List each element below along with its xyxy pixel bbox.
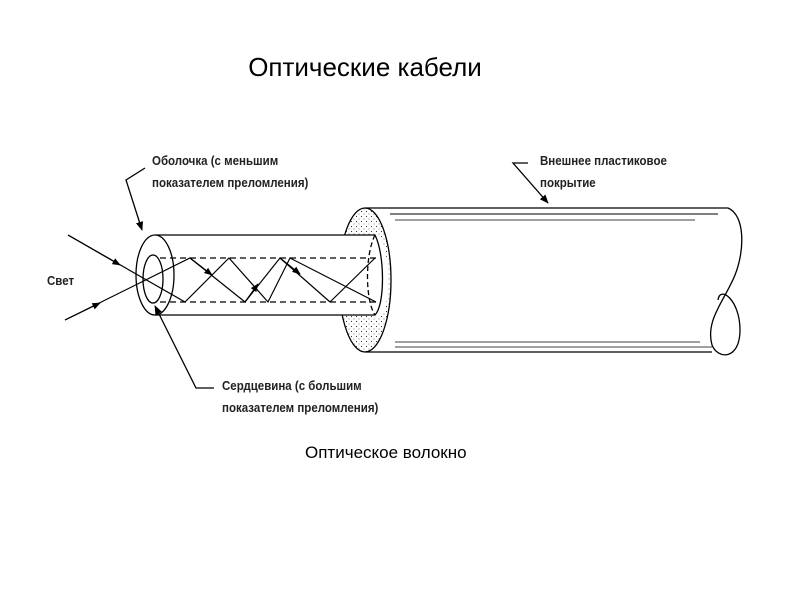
light-rays (64, 234, 377, 321)
core-end (142, 254, 164, 304)
core-label-line1: Сердцевина (с большим (222, 379, 362, 393)
cladding-leader-arrow (125, 167, 146, 231)
cladding-label: Оболочка (с меньшим показателем преломле… (152, 150, 308, 194)
outer-jacket (338, 207, 743, 356)
cladding-tube (135, 234, 384, 316)
cladding-label-line2: показателем преломления) (152, 176, 309, 190)
jacket-leader-arrow (511, 162, 549, 204)
jacket-label-line2: покрытие (540, 176, 596, 190)
jacket-label-line1: Внешнее пластиковое (540, 154, 667, 168)
light-label: Свет (47, 274, 75, 288)
jacket-label: Внешнее пластиковое покрытие (540, 150, 667, 194)
page-title: Оптические кабели (248, 52, 482, 82)
core-leader-arrow (154, 305, 214, 389)
cladding-label-line1: Оболочка (с меньшим (152, 154, 279, 168)
core-label: Сердцевина (с большим показателем прелом… (222, 375, 378, 419)
core-label-line2: показателем преломления) (222, 401, 379, 415)
diagram-caption: Оптическое волокно (305, 443, 467, 462)
